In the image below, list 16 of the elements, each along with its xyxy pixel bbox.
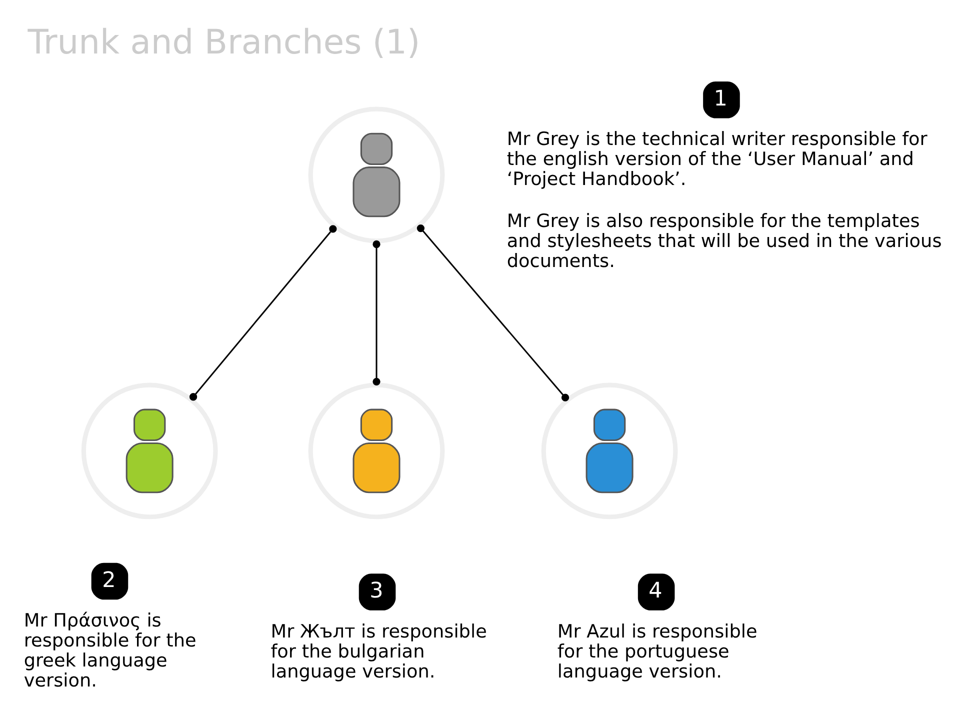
connector xyxy=(416,224,570,401)
node-label: Mr Grey is the technical writer responsible for the english version of the ‘User Manual’ and ‘Project Handbook’. xyxy=(506,128,928,190)
node-person xyxy=(81,382,218,519)
node-label: 4 xyxy=(648,578,662,604)
node-person xyxy=(308,382,445,519)
node-person xyxy=(541,382,678,519)
node-label: Mr Жълт is responsible for the bulgarian language version. xyxy=(270,620,487,682)
node-label: 1 xyxy=(714,86,728,112)
connector xyxy=(189,224,337,400)
node-label: 3 xyxy=(370,578,384,604)
node-person xyxy=(308,106,445,243)
node-label: Mr Grey is also responsible for the templates and stylesheets that will be used in the various documents. xyxy=(506,210,942,272)
node-label: Mr Πράσινος is responsible for the greek language version. xyxy=(24,610,196,691)
node-label: 2 xyxy=(102,567,116,592)
connector xyxy=(372,240,380,385)
node-label: Mr Azul is responsible for the portuguese language version. xyxy=(557,620,758,682)
